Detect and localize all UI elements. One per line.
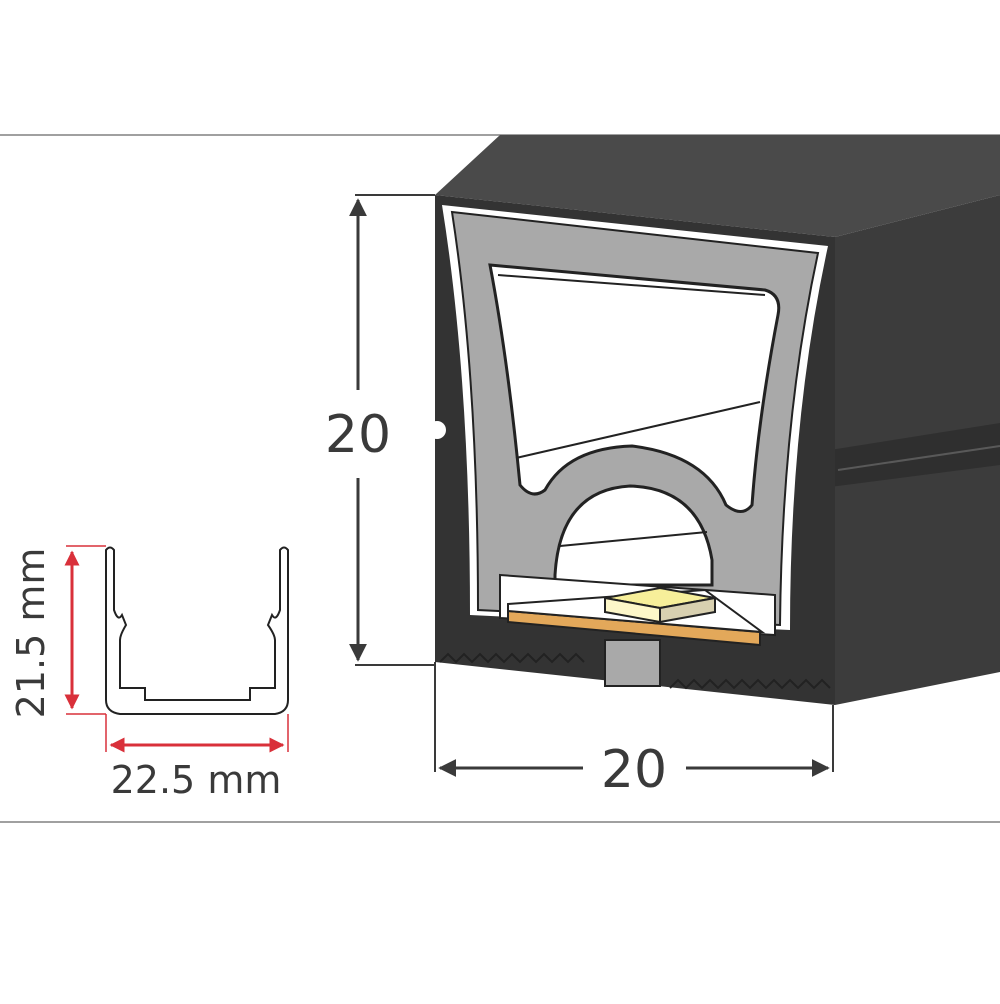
channel-height-dimension: 21.5 mm	[9, 546, 106, 718]
channel-outline	[106, 548, 288, 715]
neon-profile	[428, 135, 1000, 705]
channel-height-label: 21.5 mm	[9, 548, 53, 719]
profile-left-notch	[428, 421, 446, 439]
profile-height-dimension: 20	[325, 195, 435, 665]
mounting-channel	[106, 548, 288, 715]
channel-width-dimension: 22.5 mm	[106, 714, 288, 802]
profile-bottom-slot	[605, 640, 660, 686]
profile-width-label: 20	[601, 740, 667, 800]
profile-height-label: 20	[325, 405, 391, 465]
channel-width-label: 22.5 mm	[111, 758, 282, 802]
